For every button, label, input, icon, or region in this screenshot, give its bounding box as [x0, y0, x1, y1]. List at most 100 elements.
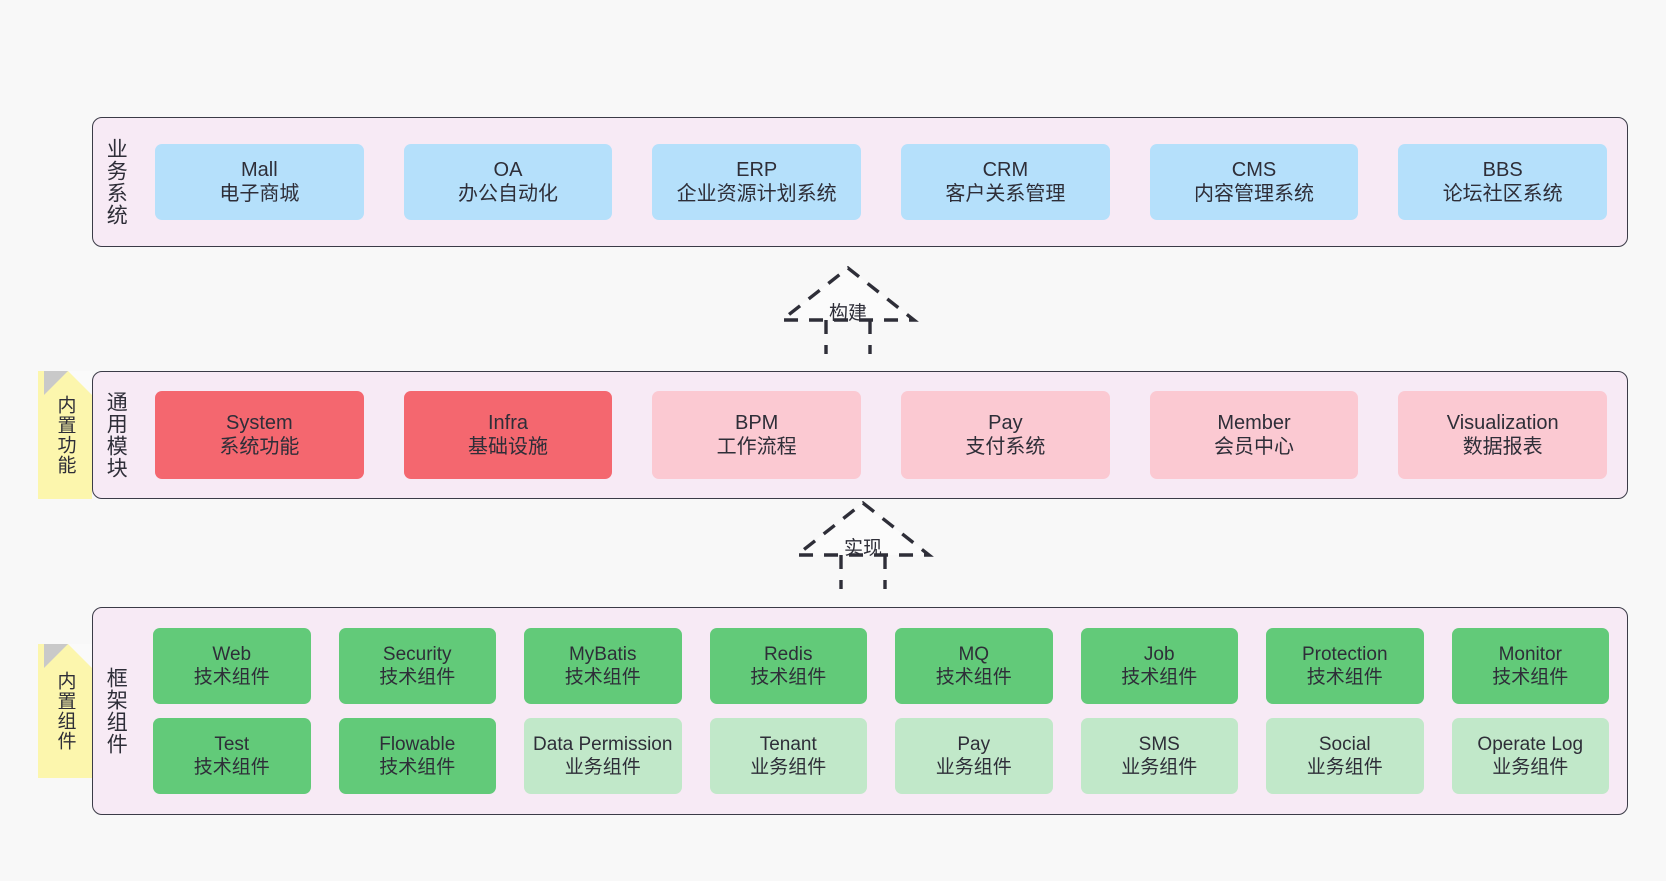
box-title-en: Mall [241, 158, 278, 181]
note-builtin-features: 内置功能 [38, 371, 92, 499]
box-title-en: System [225, 411, 293, 434]
box-title-en: Monitor [1498, 643, 1562, 665]
box-title-en: Test [214, 733, 250, 755]
box-title-cn: 业务组件 [750, 757, 827, 778]
box-title-cn: 业务组件 [1121, 757, 1198, 778]
note-fold-corner-icon [44, 644, 92, 668]
box-title-cn: 论坛社区系统 [1442, 183, 1563, 205]
box-title-cn: 技术组件 [379, 667, 456, 688]
box-title-cn: 基础设施 [468, 436, 548, 458]
box-title-en: Redis [763, 643, 813, 665]
box-title-en: MQ [958, 643, 990, 665]
box-title-cn: 技术组件 [1492, 667, 1569, 688]
note-fold-corner-icon [44, 371, 92, 395]
box-title-cn: 技术组件 [379, 757, 456, 778]
box-title-en: CRM [982, 158, 1029, 181]
note-builtin-components: 内置组件 [38, 644, 92, 778]
box-title-cn: 业务组件 [935, 757, 1012, 778]
box-title-cn: 技术组件 [1306, 667, 1383, 688]
box-title-cn: 电子商城 [219, 183, 300, 205]
box-title-en: Web [212, 643, 252, 665]
note-builtin-components-label: 内置组件 [54, 671, 76, 751]
box-title-cn: 会员中心 [1214, 436, 1295, 458]
arrow-implement-label: 实现 [843, 538, 883, 559]
box-title-en: BBS [1482, 158, 1523, 181]
box-title-cn: 企业资源计划系统 [676, 183, 837, 205]
box-title-en: BPM [735, 411, 779, 434]
box-title-en: Social [1318, 733, 1371, 755]
box-title-en: Pay [988, 411, 1023, 434]
box-title-en: Infra [487, 411, 529, 434]
box-title-cn: 技术组件 [193, 667, 270, 688]
box-title-cn: 技术组件 [935, 667, 1012, 688]
box-title-en: Protection [1301, 643, 1388, 665]
box-title-cn: 技术组件 [193, 757, 270, 778]
arrow-build: 构建 [763, 262, 933, 354]
box-title-cn: 业务组件 [1492, 757, 1569, 778]
box-title-en: Flowable [379, 733, 456, 755]
box-title-cn: 支付系统 [965, 436, 1046, 458]
box-title-en: Operate Log [1477, 733, 1584, 755]
box-title-cn: 数据报表 [1462, 436, 1543, 458]
box-title-cn: 工作流程 [716, 436, 797, 458]
box-title-en: Tenant [759, 733, 817, 755]
box-title-en: Security [382, 643, 452, 665]
box-title-cn: 业务组件 [564, 757, 641, 778]
box-title-en: Visualization [1446, 411, 1559, 434]
box-title-cn: 业务组件 [1306, 757, 1383, 778]
layer-title-framework-components: 框架组件 [104, 667, 128, 755]
arrow-implement: 实现 [778, 497, 948, 589]
box-title-cn: 办公自动化 [458, 183, 558, 205]
box-title-cn: 技术组件 [750, 667, 827, 688]
layer-title-common-modules: 通用模块 [104, 391, 128, 479]
arrow-build-label: 构建 [828, 303, 868, 324]
box-title-en: SMS [1138, 733, 1180, 755]
box-title-en: OA [493, 158, 523, 181]
box-title-en: Pay [957, 733, 991, 755]
box-title-en: Job [1143, 643, 1175, 665]
box-title-cn: 客户关系管理 [945, 183, 1066, 205]
note-builtin-features-label: 内置功能 [54, 395, 76, 475]
box-title-en: Data Permission [533, 733, 673, 755]
box-title-cn: 内容管理系统 [1194, 183, 1315, 205]
